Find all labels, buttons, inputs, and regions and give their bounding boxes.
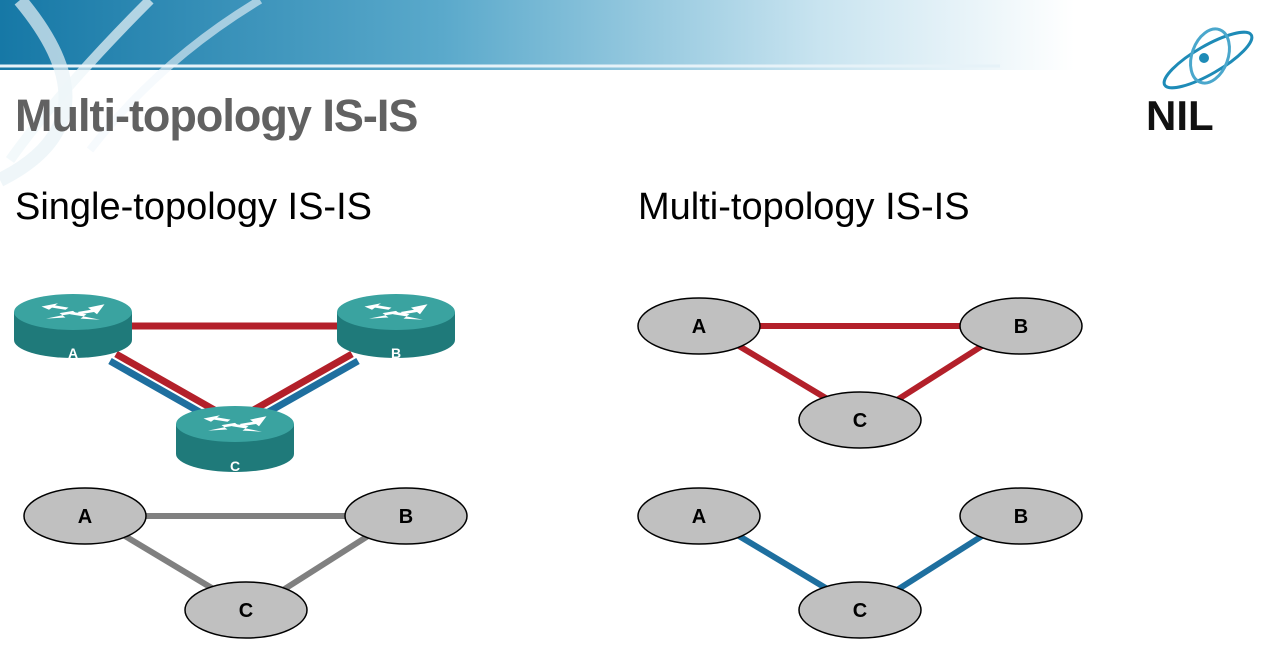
single-link-b-c <box>281 533 370 593</box>
page-title: Multi-topology IS-IS <box>15 90 418 141</box>
single-topology-heading: Single-topology IS-IS <box>15 186 372 228</box>
mt-ipv4-node-a-label: A <box>692 316 706 338</box>
mt-ipv4-node-c-label: C <box>853 410 867 432</box>
mt-ipv6-node-b-label: B <box>1014 506 1028 528</box>
mt-ipv4-node-c <box>798 391 922 449</box>
mt-ipv6-graph: A B C <box>637 487 1083 639</box>
single-node-c <box>184 581 308 639</box>
single-node-c-label: C <box>239 600 253 622</box>
router-b-label: B <box>391 345 401 361</box>
mt-ipv6-node-b <box>959 487 1083 545</box>
mt-ipv6-node-a-label: A <box>692 506 706 528</box>
mt-ipv6-node-c <box>798 581 922 639</box>
single-node-b <box>344 487 468 545</box>
mt-ipv6-node-a <box>637 487 761 545</box>
router-b: B <box>337 294 455 361</box>
router-c: C <box>176 406 294 474</box>
mt-ipv4-node-b <box>959 297 1083 355</box>
single-node-a <box>23 487 147 545</box>
router-a-label: A <box>68 345 78 361</box>
router-link-a-c <box>108 350 220 423</box>
mt-ipv6-link-b-c <box>895 533 984 593</box>
mt-ipv4-node-a <box>637 297 761 355</box>
single-node-a-label: A <box>78 506 92 528</box>
mt-ipv4-link-a-c <box>737 343 831 403</box>
router-a: A <box>14 294 132 361</box>
single-topology-graph: A B C <box>23 487 468 639</box>
mt-ipv4-node-b-label: B <box>1014 316 1028 338</box>
mt-ipv6-link-a-c <box>737 533 831 593</box>
mt-ipv4-graph: A B C <box>637 297 1083 449</box>
single-node-b-label: B <box>399 506 413 528</box>
router-topology: A B C <box>14 294 455 474</box>
nil-logo: NIL <box>1146 27 1254 134</box>
router-link-b-c <box>248 350 360 423</box>
multi-topology-heading: Multi-topology IS-IS <box>638 186 970 228</box>
router-c-label: C <box>230 458 240 474</box>
logo-wordmark: NIL <box>1146 92 1214 134</box>
mt-ipv4-link-b-c <box>895 343 984 403</box>
single-link-a-c <box>123 533 217 593</box>
mt-ipv6-node-c-label: C <box>853 600 867 622</box>
